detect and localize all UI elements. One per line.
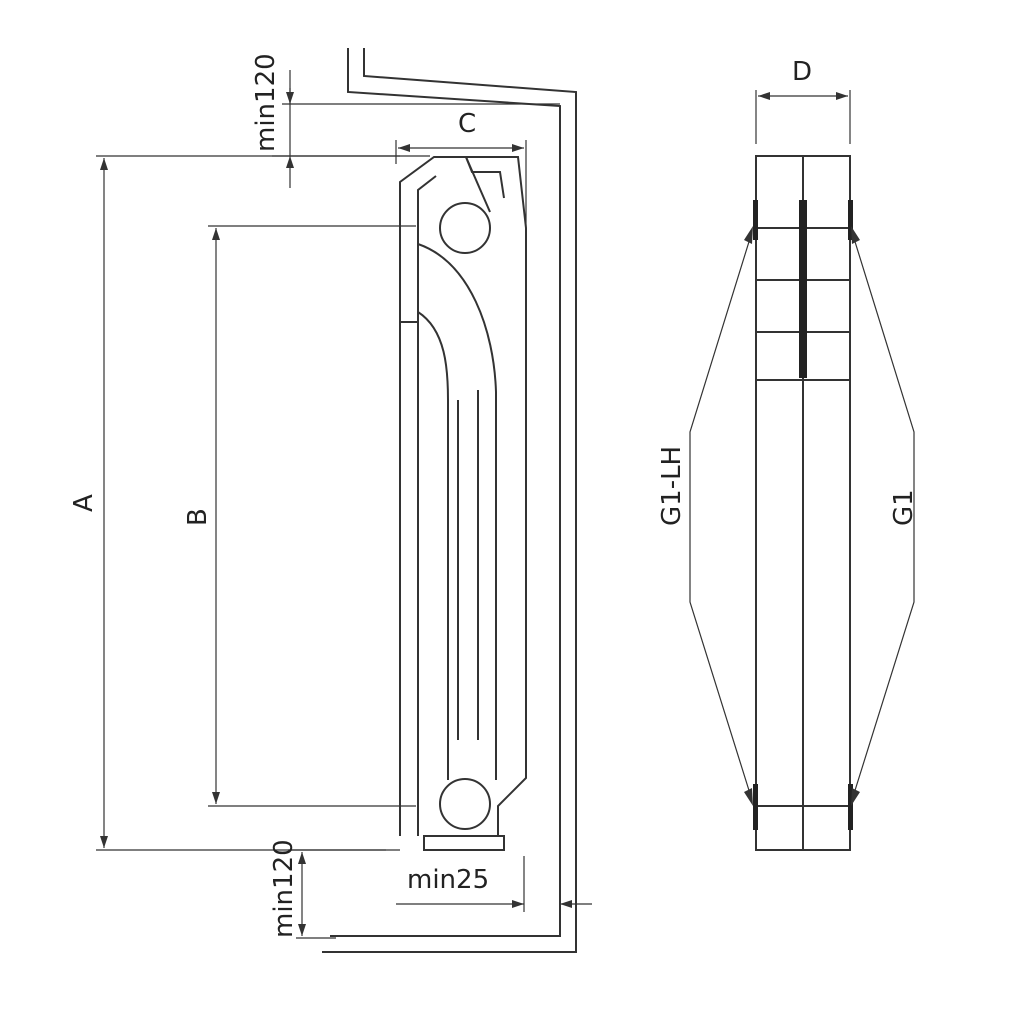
top-connection-hole [439, 202, 491, 254]
thread-leader-lines [689, 231, 915, 801]
label-a: A [69, 494, 99, 512]
label-g1-lh: G1-LH [657, 446, 687, 526]
dimension-lines-left [96, 70, 592, 939]
dimension-arrowheads-left [100, 92, 572, 936]
label-b: B [183, 508, 213, 526]
radiator-foot [423, 835, 505, 851]
radiator-side-view [399, 156, 527, 851]
label-min120-top: min120 [251, 53, 281, 152]
label-min120-bottom: min120 [269, 839, 299, 938]
dimension-d [755, 90, 851, 144]
center-connection-bar [799, 200, 807, 378]
label-d: D [792, 57, 812, 87]
label-g1: G1 [889, 489, 919, 526]
label-c: C [458, 109, 476, 139]
wall-niche-outline [322, 48, 577, 953]
dimension-d-arrowheads [758, 92, 848, 100]
connection-thread-marks [753, 200, 853, 830]
bottom-connection-hole [439, 778, 491, 830]
thread-leader-arrowheads [744, 226, 860, 806]
label-min25: min25 [407, 865, 489, 895]
